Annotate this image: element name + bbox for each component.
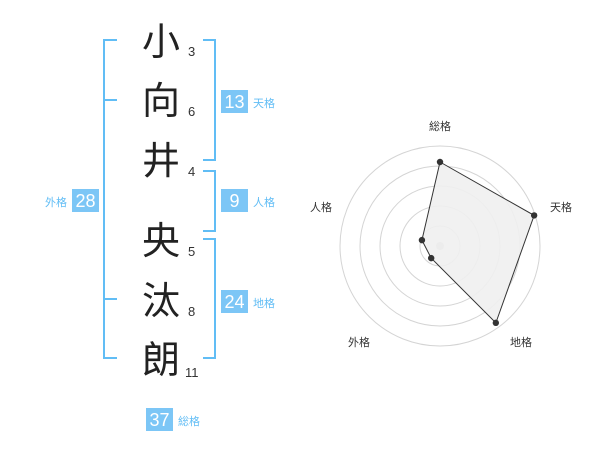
name-char-4: 央 <box>142 219 180 263</box>
badge-jinkaku-bg <box>221 189 248 212</box>
badge-soukaku: 37 総格 <box>146 408 200 431</box>
radar-axis-label: 外格 <box>348 335 370 349</box>
bracket-gaikaku <box>103 39 117 359</box>
badge-tenkaku: 13 天格 <box>221 90 275 113</box>
radar-point <box>427 254 435 262</box>
badge-gaikaku-bg <box>72 189 99 212</box>
radar-point <box>418 236 426 244</box>
stroke-count-1: 3 <box>188 44 195 59</box>
badge-gaikaku: 28 外格 <box>45 189 99 212</box>
radar-grid-ring <box>339 145 541 347</box>
badge-gaikaku-label: 外格 <box>45 195 67 209</box>
radar-point <box>436 158 444 166</box>
stroke-count-3: 4 <box>188 164 195 179</box>
badge-soukaku-bg <box>146 408 173 431</box>
bracket-tenkaku <box>203 39 216 161</box>
radar-area <box>421 161 535 324</box>
badge-chikaku-label: 地格 <box>253 296 275 310</box>
radar-axis-label: 総格 <box>429 119 451 133</box>
badge-tenkaku-value: 13 <box>224 92 244 112</box>
stroke-count-4: 5 <box>188 244 195 259</box>
radar-point <box>492 319 500 327</box>
radar-point <box>530 212 538 219</box>
radar-axis-label: 天格 <box>550 200 572 214</box>
badge-gaikaku-value: 28 <box>75 191 95 211</box>
badge-soukaku-label: 総格 <box>178 414 200 428</box>
stroke-count-6: 11 <box>185 365 199 380</box>
name-char-3: 井 <box>142 139 180 183</box>
bracket-chikaku <box>203 238 216 359</box>
name-char-5: 汰 <box>142 279 180 323</box>
badge-chikaku-bg <box>221 290 248 313</box>
bracket-jinkaku <box>203 170 216 232</box>
radar-axis-label: 地格 <box>510 335 532 349</box>
stroke-count-2: 6 <box>188 104 195 119</box>
name-char-2: 向 <box>142 79 180 123</box>
name-char-1: 小 <box>142 20 180 64</box>
badge-jinkaku-label: 人格 <box>253 195 275 209</box>
name-char-6: 朗 <box>142 338 180 382</box>
badge-tenkaku-label: 天格 <box>253 96 275 110</box>
badge-chikaku: 24 地格 <box>221 290 275 313</box>
stroke-count-5: 8 <box>188 304 195 319</box>
badge-soukaku-value: 37 <box>149 410 169 430</box>
badge-jinkaku: 9 人格 <box>221 189 275 212</box>
badge-jinkaku-value: 9 <box>229 191 239 211</box>
badge-chikaku-value: 24 <box>224 292 244 312</box>
badge-tenkaku-bg <box>221 90 248 113</box>
radar-axis-label: 人格 <box>310 200 332 214</box>
